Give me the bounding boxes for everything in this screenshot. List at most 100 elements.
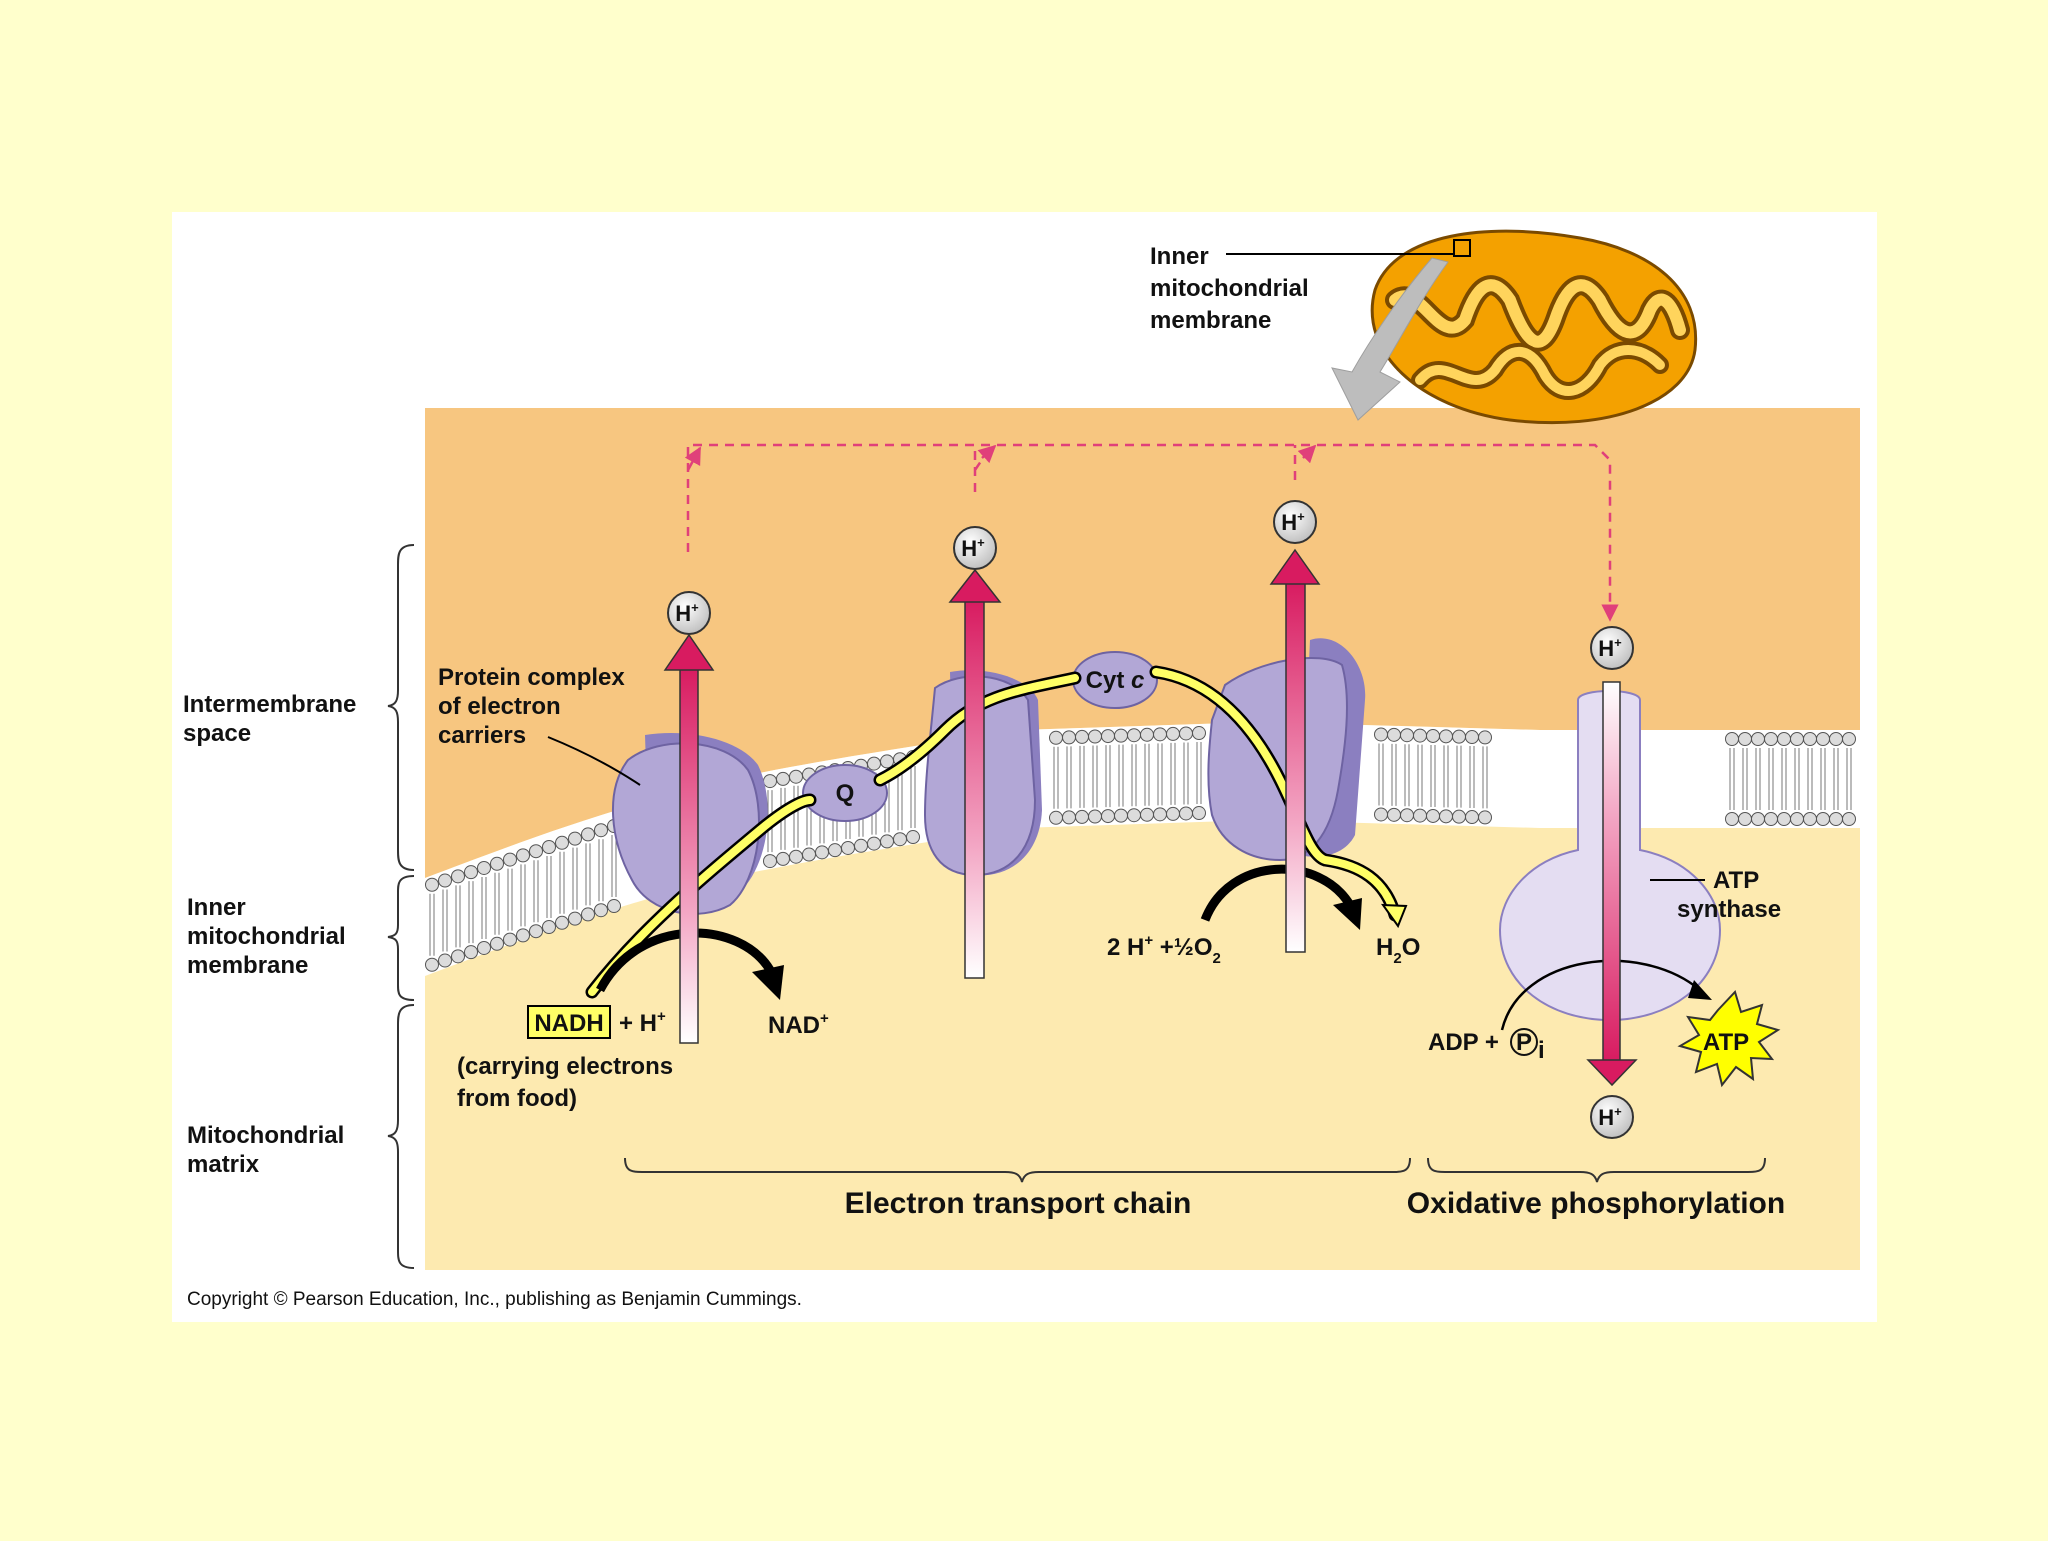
lipid-head <box>815 845 829 860</box>
oxygen-reaction-arrow <box>1200 864 1354 922</box>
lipid-head <box>789 849 803 864</box>
lipid-head <box>1127 728 1141 743</box>
lipid-head <box>1400 808 1414 823</box>
svg-text:H+: H+ <box>961 535 985 561</box>
lipid-head <box>1790 812 1804 826</box>
nadh-reaction-arrowhead <box>752 965 784 1000</box>
proton-ion-5: H+ <box>1590 1095 1634 1139</box>
lipid-head <box>438 873 452 888</box>
lipid-head <box>776 851 790 866</box>
lipid-head <box>1842 812 1856 826</box>
inner-membrane-bilayer <box>425 722 1860 976</box>
lipid-head <box>425 877 439 892</box>
lipid-head <box>1166 806 1180 821</box>
lipid-head <box>1075 729 1089 744</box>
lipid-head <box>1777 732 1791 746</box>
lipid-head <box>906 830 920 845</box>
proton-ion-3: H+ <box>1273 500 1317 544</box>
proton-ion-4: H+ <box>1590 626 1634 670</box>
lipid-head <box>1816 732 1830 746</box>
lipid-head <box>1192 806 1206 821</box>
nadh-label: NADH <box>534 1010 603 1037</box>
lipid-head <box>1439 729 1453 744</box>
lipid-head <box>1049 730 1063 745</box>
proton-link-2-head <box>977 444 997 464</box>
lipid-head <box>1374 807 1388 822</box>
lipid-head <box>776 771 790 786</box>
brace-intermembrane <box>387 544 415 871</box>
lipid-head <box>1088 809 1102 824</box>
lipid-head <box>1075 809 1089 824</box>
lipid-head <box>1426 728 1440 743</box>
lipid-head <box>1192 726 1206 741</box>
lipid-head <box>1062 730 1076 745</box>
lipid-head <box>1790 732 1804 746</box>
adp-reaction-arrow <box>1500 959 1701 1031</box>
lipid-head <box>542 920 556 934</box>
lipid-head <box>490 936 504 951</box>
nad-plus-label: NAD+ <box>768 1010 829 1039</box>
lipid-head <box>828 843 842 858</box>
lipid-head <box>1413 808 1427 823</box>
lipid-head <box>1829 812 1843 826</box>
lipid-head <box>893 832 907 847</box>
lipid-head <box>555 915 569 930</box>
cyt-c-label: Cyt c <box>1086 667 1145 694</box>
phosphate-circle <box>1510 1028 1538 1056</box>
lipid-head <box>1478 810 1492 825</box>
q-label: Q <box>836 780 855 807</box>
adp-pi-label: ADP + <box>1428 1029 1499 1056</box>
lipid-head <box>1179 806 1193 821</box>
lipid-head <box>1062 810 1076 825</box>
lipid-head <box>568 831 582 846</box>
lipid-head <box>1452 729 1466 744</box>
proton-pump-arrow-3 <box>1269 548 1321 953</box>
lipid-head <box>854 838 868 853</box>
proton-link-3-head <box>1297 444 1317 464</box>
lipid-head <box>1803 812 1817 826</box>
lipid-head <box>1738 812 1752 826</box>
atp-star <box>1677 990 1781 1088</box>
brace-oxphos <box>1427 1157 1766 1183</box>
lipid-head <box>542 840 556 854</box>
lipid-head <box>841 840 855 855</box>
electron-path-end-arrowhead <box>1380 903 1408 929</box>
atp-synthase-proton-arrow <box>1586 681 1638 1087</box>
etc-section-label: Electron transport chain <box>845 1187 1192 1220</box>
proton-pump-arrow-1 <box>663 633 715 1044</box>
lipid-head <box>529 844 543 859</box>
lipid-head <box>1179 726 1193 741</box>
lipid-head <box>1166 726 1180 741</box>
lipid-head <box>802 847 816 862</box>
lipid-head <box>1088 729 1102 744</box>
lipid-head <box>1101 729 1115 744</box>
intermembrane-region <box>425 408 1860 878</box>
lipid-head <box>1764 812 1778 826</box>
brace-etc <box>624 1157 1411 1183</box>
nadh-h-plus: + H+ <box>619 1008 666 1037</box>
lipid-head <box>451 949 465 964</box>
lipid-head <box>1400 728 1414 743</box>
lipid-head <box>763 774 777 789</box>
water-label: H2O <box>1376 934 1420 967</box>
lipid-head <box>1413 728 1427 743</box>
lipid-head <box>1764 732 1778 746</box>
lipid-head <box>880 834 894 849</box>
lipid-head <box>607 899 621 914</box>
lipid-head <box>1114 808 1128 823</box>
lipid-head <box>477 940 491 955</box>
complex-iv <box>1207 638 1366 862</box>
lipid-head <box>1140 727 1154 742</box>
lipid-head <box>1153 727 1167 742</box>
lipid-head <box>1140 807 1154 822</box>
proton-link-1 <box>684 446 702 471</box>
brace-matrix <box>387 1004 415 1269</box>
lipid-head <box>1803 732 1817 746</box>
proton-ion-2: H+ <box>953 526 997 570</box>
adp-reaction-arrowhead <box>1688 980 1712 1000</box>
